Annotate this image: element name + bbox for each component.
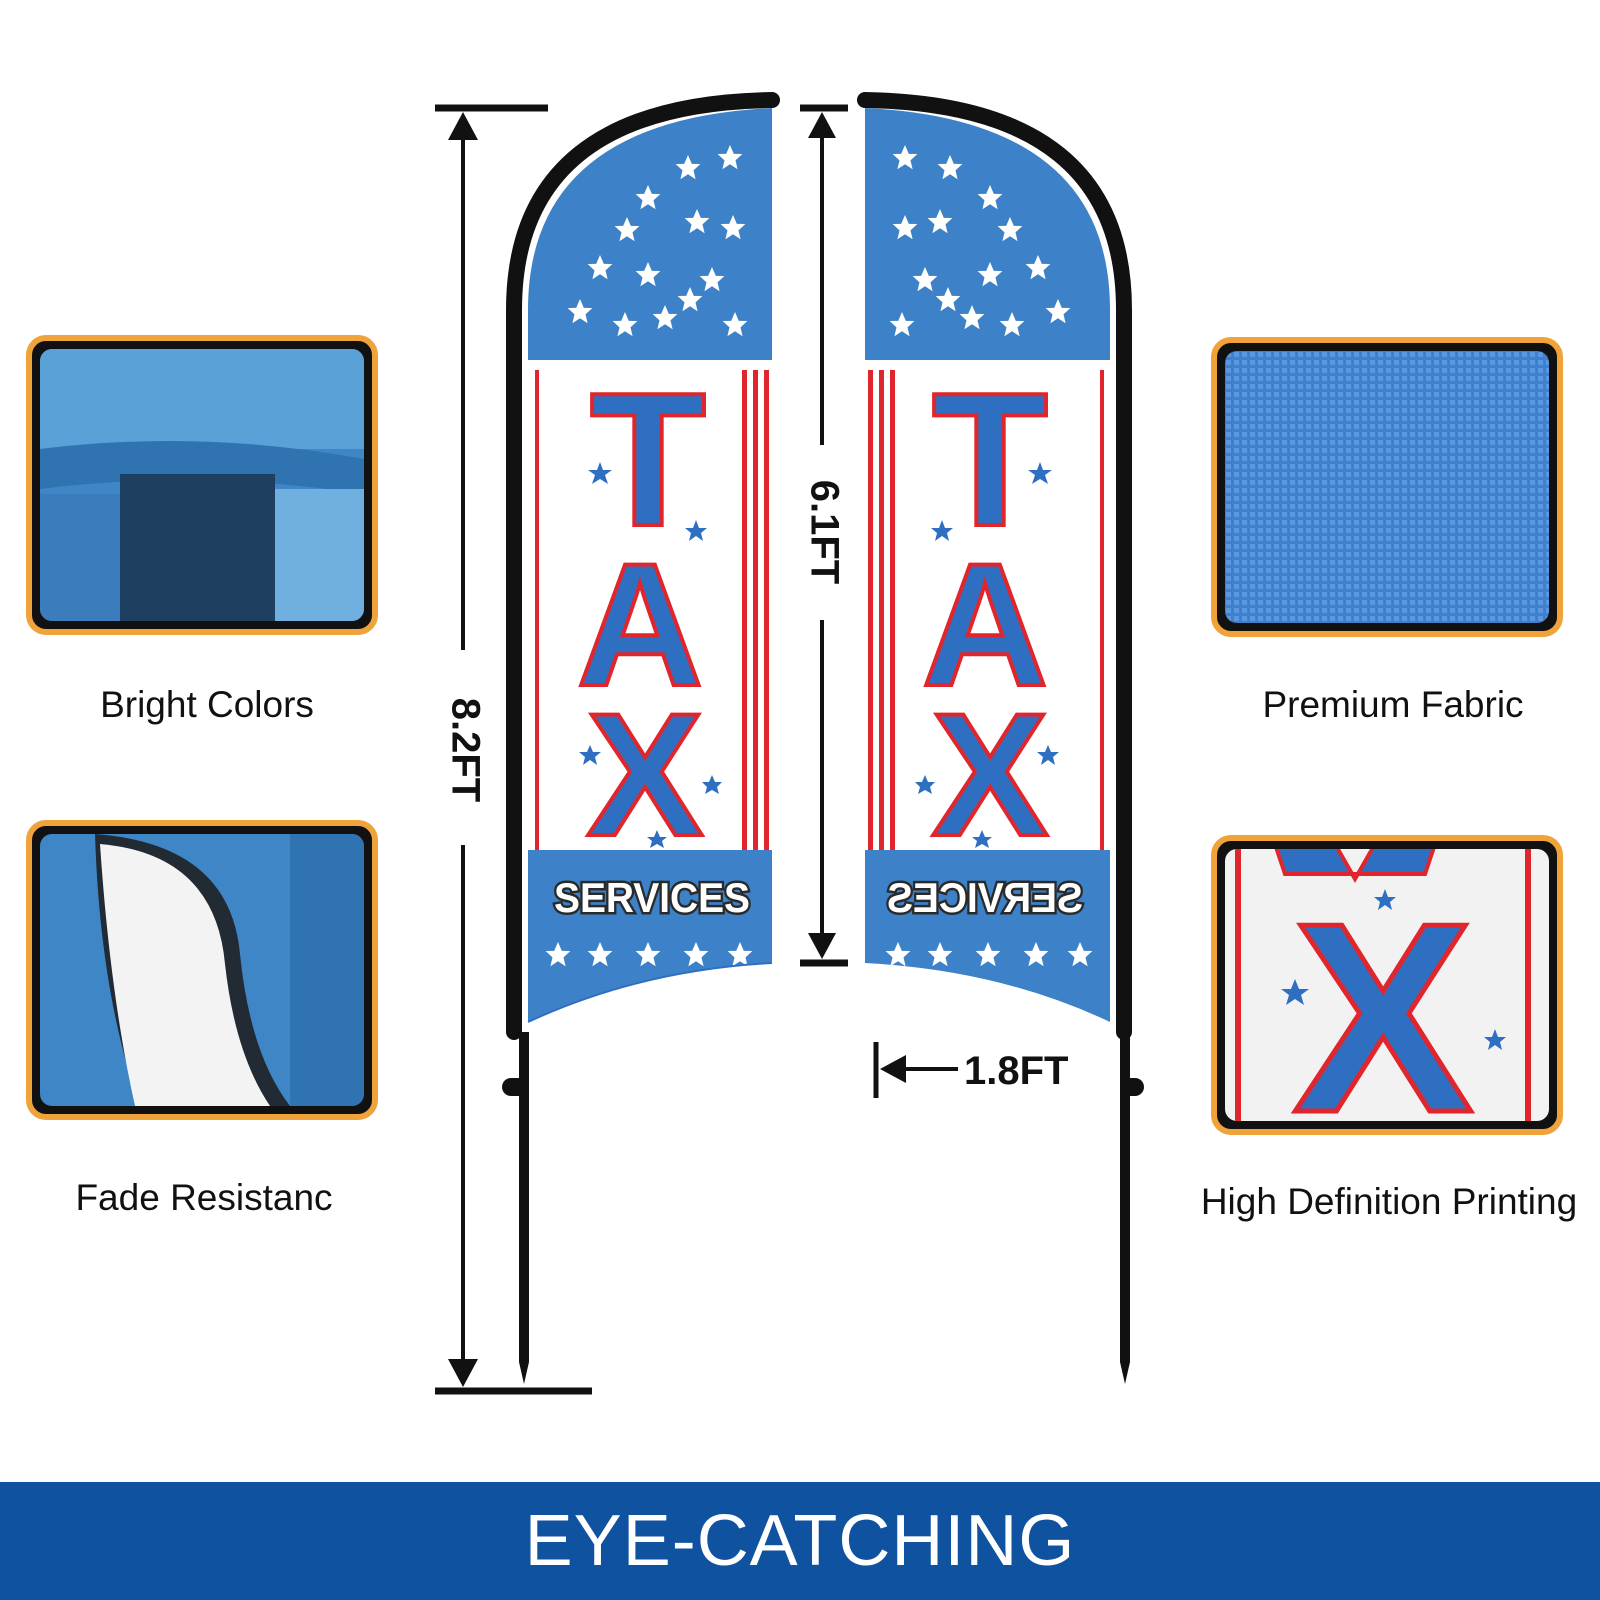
total-height-label: 8.2FT <box>443 698 487 802</box>
flag-left-letter-a: A <box>577 528 703 723</box>
fade-resistance-swatch <box>26 820 378 1120</box>
high-definition-swatch: X <box>1211 835 1563 1135</box>
flag-product-illustration: 8.2FT 6.1FT 1.8FT <box>435 92 1144 1395</box>
footer-banner-text: EYE-CATCHING <box>524 1501 1076 1581</box>
footer-banner: EYE-CATCHING <box>0 1482 1600 1600</box>
flag-right-letter-x: X <box>932 678 1049 873</box>
flag-left-letter-x: X <box>587 678 704 873</box>
pole-right <box>1120 1032 1144 1384</box>
flag-left: T A X SERVICES <box>502 92 780 1384</box>
pole-left <box>502 1032 529 1384</box>
flag-height-label: 6.1FT <box>802 480 846 584</box>
small-blue-stars-left <box>579 462 722 848</box>
high-definition-label: High Definition Printing <box>1200 1181 1578 1222</box>
premium-fabric-swatch <box>1211 337 1563 637</box>
detail-letter-x: X <box>1293 868 1474 1121</box>
height-dimension-8ft: 8.2FT <box>435 104 592 1395</box>
flag-left-subline: SERVICES <box>554 874 750 921</box>
premium-fabric-label: Premium Fabric <box>1262 684 1524 725</box>
flag-width-label: 1.8FT <box>964 1049 1068 1093</box>
flag-left-letter-t: T <box>590 354 706 566</box>
height-dimension-6ft: 6.1FT <box>800 104 848 967</box>
flag-right-letter-a: A <box>922 528 1048 723</box>
small-blue-stars-right <box>915 462 1059 848</box>
flag-right: T A X SERVICES <box>857 92 1144 1384</box>
bright-colors-swatch <box>26 335 378 635</box>
width-dimension: 1.8FT <box>873 1042 1068 1098</box>
fade-resistance-label: Fade Resistanc <box>75 1177 333 1218</box>
bright-colors-label: Bright Colors <box>100 684 314 725</box>
flag-right-letter-t: T <box>932 354 1048 566</box>
flag-right-subline-mirrored: SERVICES <box>887 874 1083 921</box>
